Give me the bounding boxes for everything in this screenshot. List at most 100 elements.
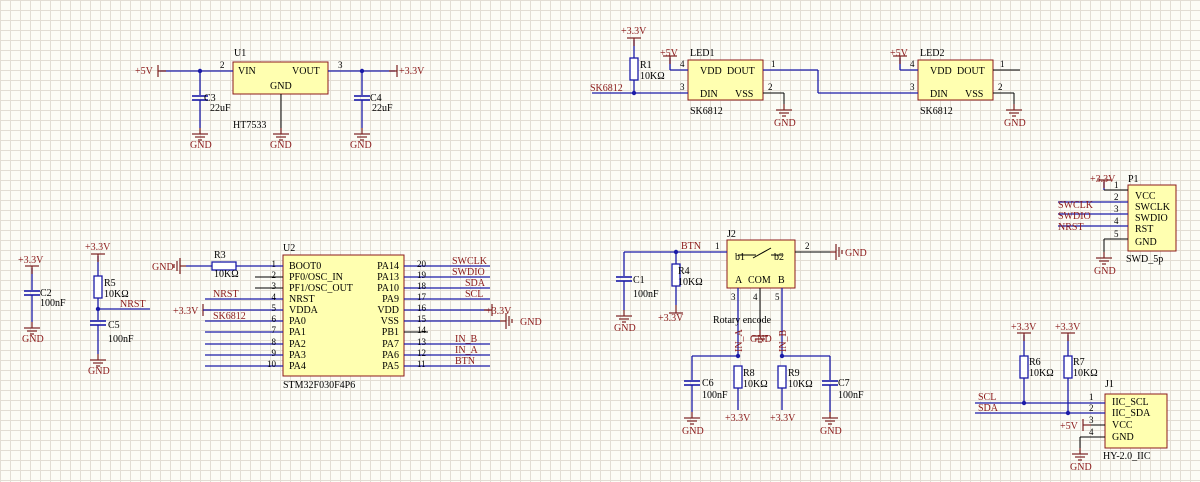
gnd-j1: GND bbox=[1070, 462, 1092, 473]
u2-right-pins: 20PA1419PA1318PA1017PA916VDD15VSS14PB113… bbox=[377, 259, 426, 372]
led1-pin-2: 2 bbox=[768, 82, 773, 92]
u1-ref: U1 bbox=[234, 48, 246, 59]
p1-net-swdio: SWDIO bbox=[1058, 211, 1091, 222]
gnd-boot0: GND bbox=[152, 262, 174, 273]
j1-num-1: 1 bbox=[1089, 392, 1094, 402]
c1-ref: C1 bbox=[633, 275, 645, 286]
r8-33v: +3.3V bbox=[725, 413, 751, 424]
enc-net-inb: IN_B bbox=[778, 329, 789, 352]
encoder-section bbox=[615, 239, 843, 425]
led1-dout: DOUT bbox=[727, 66, 755, 77]
u2-pin-num-14: 14 bbox=[417, 325, 427, 335]
r3-value: 10KΩ bbox=[214, 269, 239, 280]
j2-pin-2: 2 bbox=[805, 241, 810, 251]
r1-value: 10KΩ bbox=[640, 71, 665, 82]
u2-pin-pa2: PA2 bbox=[289, 339, 306, 350]
p1-ref: P1 bbox=[1128, 174, 1139, 185]
reset-net-nrst: NRST bbox=[120, 299, 146, 310]
u1-5v: +5V bbox=[135, 66, 154, 77]
u2-pin-pb1: PB1 bbox=[382, 327, 399, 338]
r8-value: 10KΩ bbox=[743, 379, 768, 390]
net-sk6812: SK6812 bbox=[590, 83, 623, 94]
u2-pin-pa7: PA7 bbox=[382, 339, 399, 350]
j2-pin-1: 1 bbox=[715, 241, 720, 251]
u2-pin-pa10: PA10 bbox=[377, 283, 399, 294]
p1-net-nrst: NRST bbox=[1058, 222, 1084, 233]
u2-pin-num-7: 7 bbox=[272, 325, 277, 335]
c2-ref: C2 bbox=[40, 288, 52, 299]
r1-ref: R1 bbox=[640, 60, 652, 71]
p1-num-4: 4 bbox=[1114, 216, 1119, 226]
led2-pin-3: 3 bbox=[910, 82, 915, 92]
u2-pin-num-3: 3 bbox=[272, 281, 277, 291]
gnd-c2: GND bbox=[22, 334, 44, 345]
u1-33v: +3.3V bbox=[399, 66, 425, 77]
c6-value: 100nF bbox=[702, 390, 728, 401]
r7-33v: +3.3V bbox=[1055, 322, 1081, 333]
c5-value: 100nF bbox=[108, 334, 134, 345]
gnd-c4: GND bbox=[350, 140, 372, 151]
c4-ref: C4 bbox=[370, 93, 382, 104]
r4-33v: +3.3V bbox=[658, 313, 684, 324]
j2-part: Rotary encode bbox=[713, 315, 772, 326]
r7-value: 10KΩ bbox=[1073, 368, 1098, 379]
led-section bbox=[592, 37, 1023, 117]
p1-connector bbox=[1058, 179, 1177, 265]
led1-5v: +5V bbox=[660, 48, 679, 59]
u1-regulator bbox=[157, 61, 398, 141]
j1-ref: J1 bbox=[1105, 379, 1114, 390]
u1-vin: VIN bbox=[238, 66, 256, 77]
u2-part: STM32F030F4P6 bbox=[283, 380, 355, 391]
i2c-net-sda: SDA bbox=[978, 403, 999, 414]
p1-pin-swclk: SWCLK bbox=[1135, 202, 1171, 213]
led2-dout: DOUT bbox=[957, 66, 985, 77]
u2-pin-num-4: 4 bbox=[272, 292, 277, 302]
led1-vss: VSS bbox=[735, 89, 753, 100]
r8-ref: R8 bbox=[743, 368, 755, 379]
gnd-led2: GND bbox=[1004, 118, 1026, 129]
u2-net-swclk: SWCLK bbox=[452, 256, 488, 267]
gnd-j2: GND bbox=[845, 248, 867, 259]
u2-pin-num-12: 12 bbox=[417, 348, 426, 358]
led1-pin-3: 3 bbox=[680, 82, 685, 92]
led2-pin-2: 2 bbox=[998, 82, 1003, 92]
gnd-c6: GND bbox=[682, 426, 704, 437]
j1-part: HY-2.0_IIC bbox=[1103, 451, 1151, 462]
u1-pin-2: 2 bbox=[220, 60, 225, 70]
r6-value: 10KΩ bbox=[1029, 368, 1054, 379]
led2-pin-1: 1 bbox=[1000, 59, 1005, 69]
u2-pin-num-20: 20 bbox=[417, 259, 427, 269]
u2-pin-pf0-osc_in: PF0/OSC_IN bbox=[289, 272, 343, 283]
p1-num-1: 1 bbox=[1114, 180, 1119, 190]
r1-33v: +3.3V bbox=[621, 26, 647, 37]
u2-pin-num-6: 6 bbox=[272, 314, 277, 324]
gnd-vss: GND bbox=[520, 317, 542, 328]
i2c-net-scl: SCL bbox=[978, 392, 996, 403]
u2-pin-pa5: PA5 bbox=[382, 361, 399, 372]
c2-33v: +3.3V bbox=[18, 255, 44, 266]
gnd-com: GND bbox=[750, 334, 772, 345]
led2-din: DIN bbox=[930, 89, 948, 100]
u1-vout: VOUT bbox=[292, 66, 320, 77]
r9-ref: R9 bbox=[788, 368, 800, 379]
u2-pin-num-9: 9 bbox=[272, 348, 277, 358]
u2-pin-num-1: 1 bbox=[272, 259, 277, 269]
c7-ref: C7 bbox=[838, 378, 850, 389]
j2-net-btn: BTN bbox=[681, 241, 701, 252]
gnd-c7: GND bbox=[820, 426, 842, 437]
c7-value: 100nF bbox=[838, 390, 864, 401]
u2-33v-vdd: +3.3V bbox=[486, 306, 512, 317]
p1-pin-rst: RST bbox=[1135, 224, 1153, 235]
r9-33v: +3.3V bbox=[770, 413, 796, 424]
led2-pin-4: 4 bbox=[910, 59, 915, 69]
u2-pin-pa13: PA13 bbox=[377, 272, 399, 283]
c5-ref: C5 bbox=[108, 320, 120, 331]
led1-din: DIN bbox=[700, 89, 718, 100]
u1-part: HT7533 bbox=[233, 120, 266, 131]
u2-pin-boot0: BOOT0 bbox=[289, 261, 321, 272]
p1-pin-gnd: GND bbox=[1135, 237, 1157, 248]
u2-pin-pa1: PA1 bbox=[289, 327, 306, 338]
u2-pin-num-11: 11 bbox=[417, 359, 426, 369]
gnd-p1: GND bbox=[1094, 266, 1116, 277]
